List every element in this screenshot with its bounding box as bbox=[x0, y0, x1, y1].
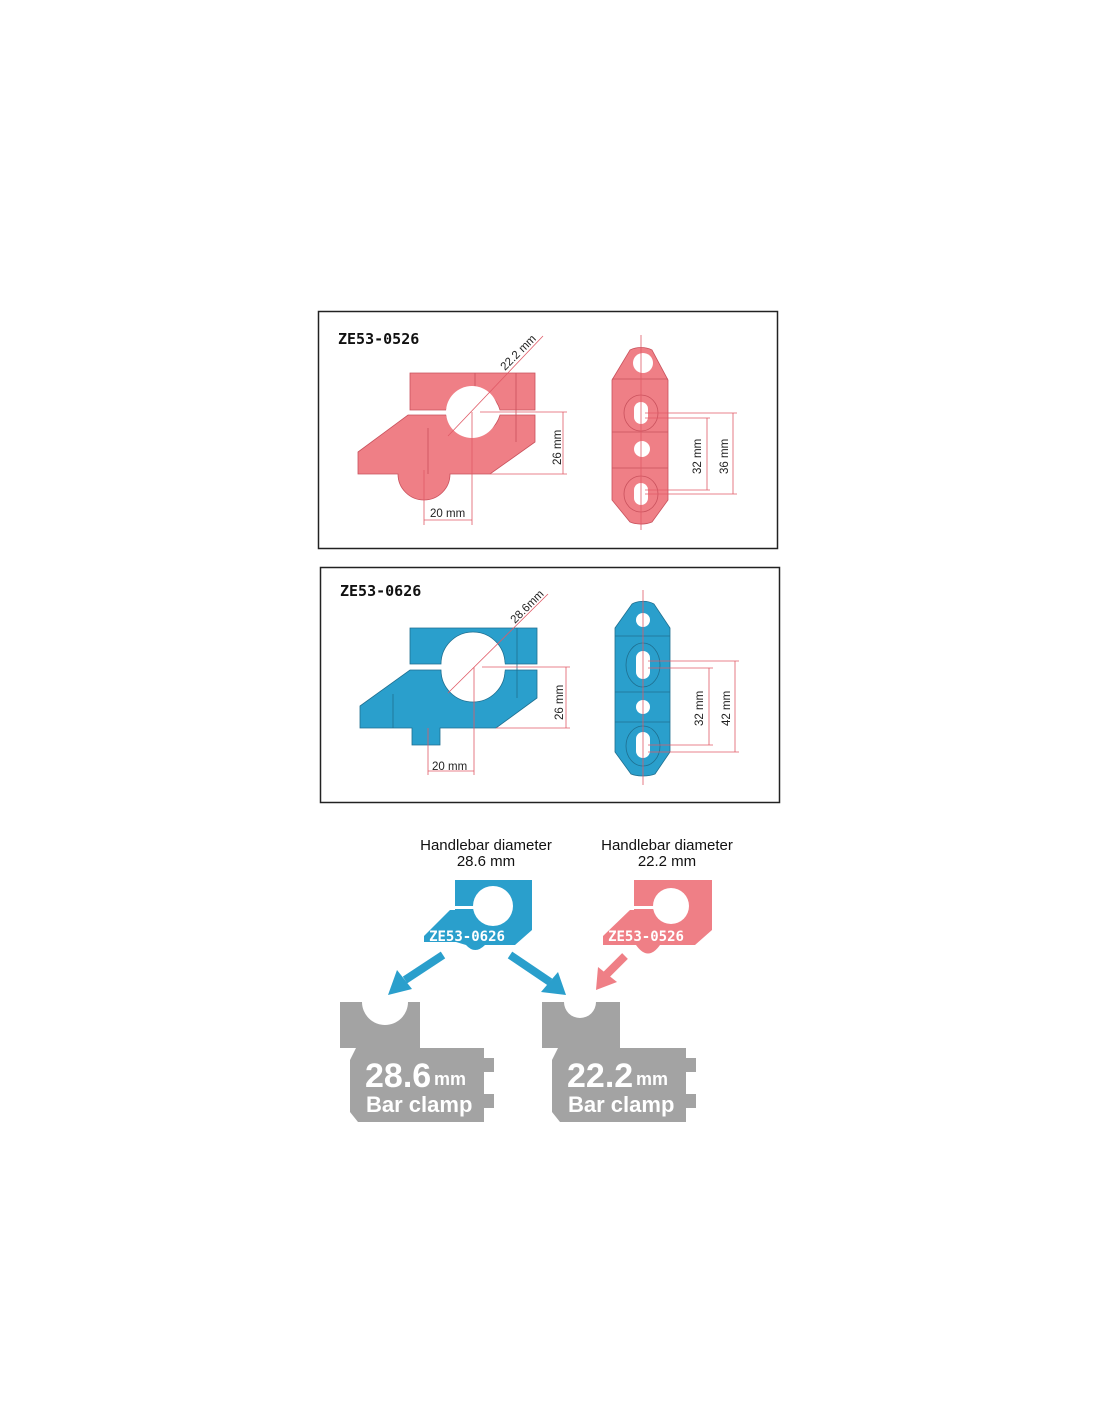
height-label: 26 mm bbox=[552, 430, 564, 465]
top-view bbox=[614, 600, 671, 777]
part-code: ZE53-0626 bbox=[340, 582, 421, 600]
panel-ze53-0626: ZE53-0626 28.6mm 26 mm 20 mm bbox=[319, 566, 781, 804]
clamp-28-6-icon: 28.6 mm Bar clamp bbox=[340, 1002, 494, 1122]
clamp-size: 28.6 bbox=[365, 1057, 431, 1095]
clamp-unit: mm bbox=[434, 1069, 466, 1089]
left-caption-line2: 28.6 mm bbox=[457, 853, 515, 870]
part-code: ZE53-0526 bbox=[338, 330, 419, 348]
clamp-size: 22.2 bbox=[567, 1057, 633, 1095]
arrow-icon bbox=[507, 951, 566, 995]
side-view bbox=[359, 627, 538, 746]
side-view bbox=[357, 372, 536, 501]
top-view bbox=[611, 347, 669, 525]
compatibility-diagram: Handlebar diameter 28.6 mm Handlebar dia… bbox=[340, 837, 733, 1122]
arrow-icon bbox=[388, 951, 446, 995]
right-caption-line2: 22.2 mm bbox=[638, 853, 696, 870]
outer-spacing-label: 36 mm bbox=[719, 439, 731, 474]
pink-part-label: ZE53-0526 bbox=[608, 929, 684, 945]
clamp-label: Bar clamp bbox=[568, 1092, 674, 1117]
inner-spacing-label: 32 mm bbox=[692, 439, 704, 474]
blue-part-label: ZE53-0626 bbox=[429, 929, 505, 945]
pink-part-icon: ZE53-0526 bbox=[603, 880, 712, 954]
panel-ze53-0526: ZE53-0526 22.2 mm 26 mm 20 mm bbox=[317, 310, 779, 550]
outer-spacing-label: 42 mm bbox=[721, 691, 733, 726]
offset-label: 20 mm bbox=[430, 508, 465, 520]
blue-part-icon: ZE53-0626 bbox=[424, 880, 532, 950]
clamp-22-2-icon: 22.2 mm Bar clamp bbox=[542, 1002, 696, 1122]
height-label: 26 mm bbox=[554, 685, 566, 720]
clamp-label: Bar clamp bbox=[366, 1092, 472, 1117]
right-caption-line1: Handlebar diameter bbox=[601, 837, 733, 854]
offset-label: 20 mm bbox=[432, 761, 467, 773]
left-caption-line1: Handlebar diameter bbox=[420, 837, 552, 854]
arrow-icon bbox=[596, 953, 628, 990]
inner-spacing-label: 32 mm bbox=[694, 691, 706, 726]
clamp-unit: mm bbox=[636, 1069, 668, 1089]
